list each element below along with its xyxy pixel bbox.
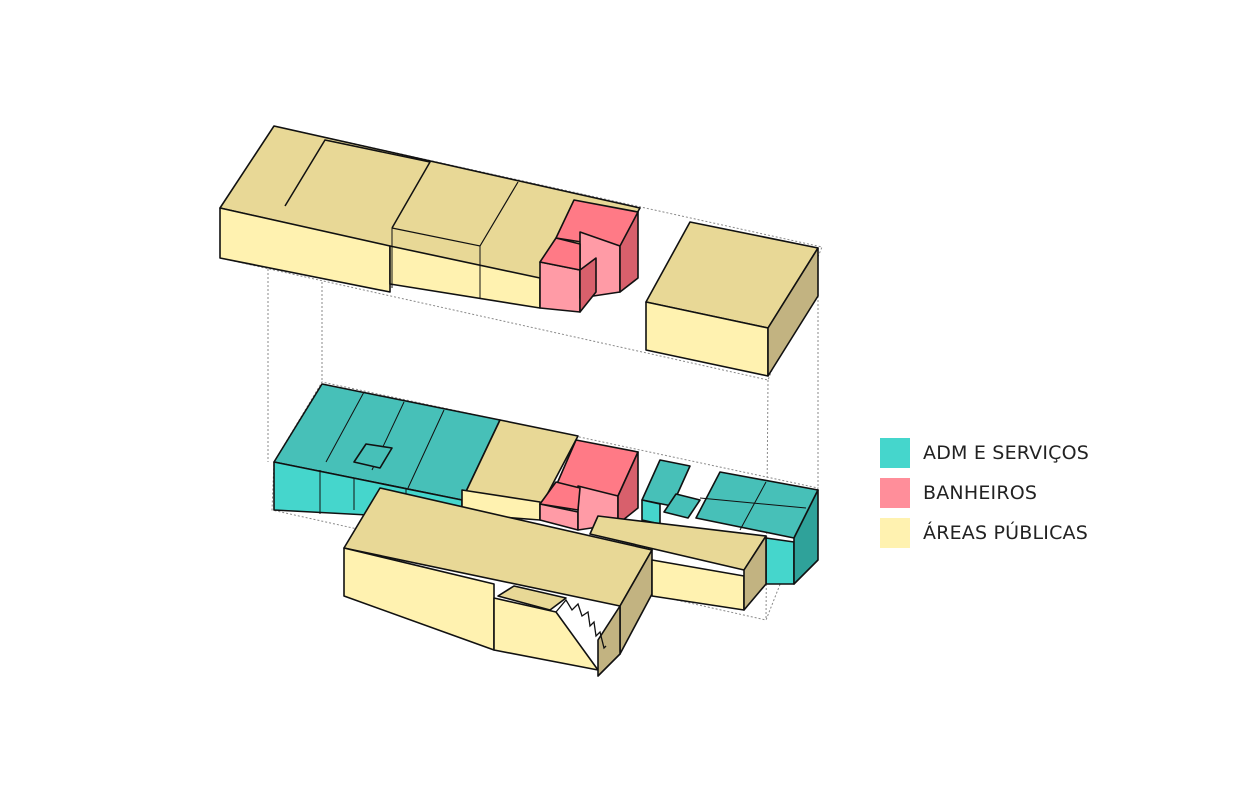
- block-face: [539, 237, 581, 271]
- block-face: [641, 499, 661, 525]
- legend-label-areas-publicas: ÁREAS PÚBLICAS: [923, 522, 1089, 544]
- block-face: [767, 247, 819, 377]
- legend-label-banheiros: BANHEIROS: [923, 482, 1038, 504]
- legend-swatch-adm: [880, 438, 910, 468]
- block-face: [497, 585, 567, 611]
- block-face: [579, 257, 597, 313]
- upper-floor: [219, 125, 819, 377]
- block-face: [539, 481, 581, 511]
- ghost-line: [271, 381, 819, 621]
- block-edge: [325, 391, 365, 463]
- block-face: [765, 537, 795, 585]
- block-face: [617, 451, 639, 525]
- legend-swatch-banheiros: [880, 478, 910, 508]
- block-face: [743, 535, 767, 611]
- block-face: [353, 443, 393, 469]
- block-face: [219, 207, 391, 293]
- block-edge: [699, 497, 807, 509]
- block-edge: [407, 409, 445, 489]
- upper-public-block-right: [645, 221, 819, 377]
- legend-item-adm: ADM E SERVIÇOS: [880, 437, 1089, 469]
- legend-item-banheiros: BANHEIROS: [880, 477, 1089, 509]
- block-face: [663, 493, 701, 519]
- lower-floor: [273, 383, 819, 677]
- block-face: [597, 605, 621, 677]
- upper-bathroom-block: [539, 199, 639, 313]
- legend-label-adm: ADM E SERVIÇOS: [923, 442, 1090, 464]
- block-face: [619, 211, 639, 293]
- lower-public-block-front: [343, 487, 767, 655]
- block-face: [793, 489, 819, 585]
- stair-steps: [555, 598, 607, 650]
- lower-adm-block-right: [641, 459, 819, 585]
- block-edge: [739, 481, 767, 531]
- legend-item-areas-publicas: ÁREAS PÚBLICAS: [880, 517, 1089, 549]
- upper-inner-edge: [284, 139, 432, 229]
- lower-bathroom-block: [539, 439, 639, 531]
- legend: ADM E SERVIÇOS BANHEIROS ÁREAS PÚBLICAS: [880, 437, 1089, 557]
- stair-block: [493, 585, 621, 677]
- legend-swatch-areas-publicas: [880, 518, 910, 548]
- block-face: [641, 459, 691, 507]
